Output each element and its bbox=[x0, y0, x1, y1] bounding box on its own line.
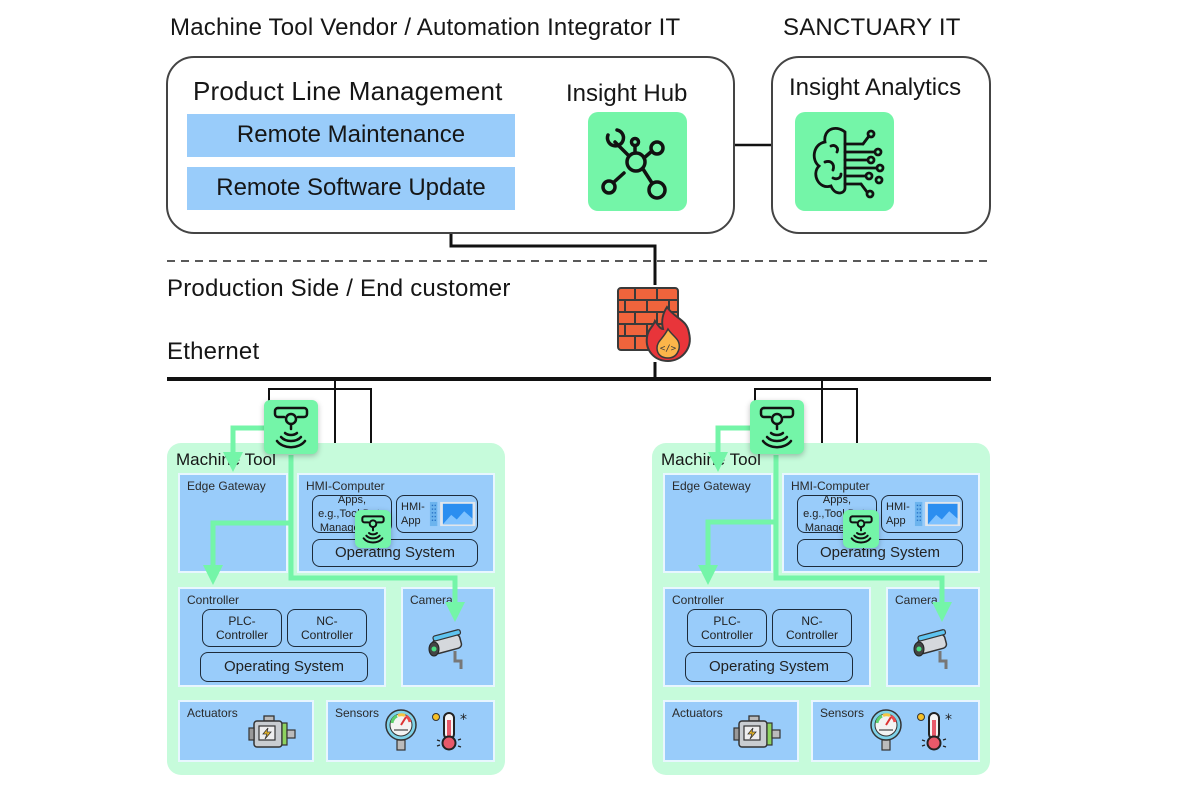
edge-gateway-label: Edge Gateway bbox=[672, 479, 751, 493]
sensors-panel[interactable]: Sensors * bbox=[326, 700, 495, 762]
thermometer-icon: * bbox=[432, 712, 467, 751]
sanctuary-it-frame: Insight Analytics bbox=[771, 56, 991, 234]
vendor-it-heading: Machine Tool Vendor / Automation Integra… bbox=[170, 14, 681, 41]
wireless-sensor-icon bbox=[273, 406, 309, 449]
machine-tool-2: Machine Tool Edge Gateway HMI-Computer A… bbox=[652, 443, 990, 775]
camera-panel[interactable]: Camera bbox=[886, 587, 980, 687]
thermometer-icon: * bbox=[917, 712, 952, 751]
actuators-panel[interactable]: Actuators bbox=[663, 700, 799, 762]
edge-gateway-label: Edge Gateway bbox=[187, 479, 266, 493]
controller-panel[interactable]: Controller PLC- Controller NC- Controlle… bbox=[663, 587, 871, 687]
hmi-computer-label: HMI-Computer bbox=[791, 479, 870, 493]
wireless-sensor-icon bbox=[759, 406, 795, 449]
machine-tool-title: Machine Tool bbox=[176, 450, 276, 469]
camera-icon bbox=[428, 629, 463, 669]
svg-text:*: * bbox=[460, 712, 467, 728]
hmi-sensor-node-2[interactable] bbox=[843, 510, 879, 548]
plm-title: Product Line Management bbox=[193, 76, 503, 106]
motor-icon bbox=[733, 715, 781, 748]
insight-hub-tile[interactable] bbox=[588, 112, 687, 211]
ethernet-label: Ethernet bbox=[167, 338, 260, 365]
hmi-computer-label: HMI-Computer bbox=[306, 479, 385, 493]
ai-brain-icon bbox=[812, 127, 885, 199]
camera-panel[interactable]: Camera bbox=[401, 587, 495, 687]
firewall-icon: </> bbox=[617, 287, 691, 363]
production-side-heading: Production Side / End customer bbox=[167, 275, 511, 302]
hmi-operating-system[interactable]: Operating System bbox=[312, 539, 478, 567]
controller-label: Controller bbox=[672, 593, 725, 607]
hmi-app-label: HMI- App bbox=[401, 501, 425, 527]
plc-controller-box[interactable]: PLC- Controller bbox=[687, 609, 767, 647]
nc-controller-box[interactable]: NC- Controller bbox=[772, 609, 852, 647]
hmi-operating-system[interactable]: Operating System bbox=[797, 539, 963, 567]
plc-controller-box[interactable]: PLC- Controller bbox=[202, 609, 282, 647]
edge-gateway-panel[interactable]: Edge Gateway bbox=[178, 473, 288, 573]
hmi-computer-panel[interactable]: HMI-Computer Apps, e.g.,Tool Data Manage… bbox=[782, 473, 980, 573]
hmi-computer-panel[interactable]: HMI-Computer Apps, e.g.,Tool Data Manage… bbox=[297, 473, 495, 573]
nc-controller-box[interactable]: NC- Controller bbox=[287, 609, 367, 647]
svg-text:*: * bbox=[945, 712, 952, 728]
controller-label: Controller bbox=[187, 593, 240, 607]
insight-analytics-tile[interactable] bbox=[795, 112, 894, 211]
service-remote-maintenance[interactable]: Remote Maintenance bbox=[187, 114, 515, 157]
hmi-app-box[interactable]: HMI- App bbox=[396, 495, 478, 533]
controller-operating-system[interactable]: Operating System bbox=[685, 652, 853, 682]
actuators-panel[interactable]: Actuators bbox=[178, 700, 314, 762]
actuators-label: Actuators bbox=[672, 706, 723, 720]
pressure-gauge-icon bbox=[870, 709, 902, 751]
camera-label: Camera bbox=[895, 593, 938, 607]
machine-tool-title: Machine Tool bbox=[661, 450, 761, 469]
wireless-sensor-icon bbox=[361, 515, 385, 544]
controller-panel[interactable]: Controller PLC- Controller NC- Controlle… bbox=[178, 587, 386, 687]
firewall[interactable]: </> bbox=[615, 285, 695, 363]
controller-operating-system[interactable]: Operating System bbox=[200, 652, 368, 682]
dashboard-icon bbox=[429, 501, 476, 527]
pressure-gauge-icon bbox=[385, 709, 417, 751]
edge-sensor-node-1[interactable] bbox=[264, 400, 318, 454]
service-remote-software-update[interactable]: Remote Software Update bbox=[187, 167, 515, 210]
hmi-app-label: HMI- App bbox=[886, 501, 910, 527]
insight-analytics-title: Insight Analytics bbox=[789, 74, 962, 101]
dashboard-icon bbox=[914, 501, 961, 527]
sensors-label: Sensors bbox=[335, 706, 380, 720]
insight-hub-title: Insight Hub bbox=[566, 80, 688, 107]
wireless-sensor-icon bbox=[849, 515, 873, 544]
machine-tool-1: Machine Tool Edge Gateway HMI-Computer A… bbox=[167, 443, 505, 775]
sensors-label: Sensors bbox=[820, 706, 865, 720]
hmi-sensor-node-1[interactable] bbox=[355, 510, 391, 548]
vendor-it-frame: Product Line Management Remote Maintenan… bbox=[166, 56, 735, 234]
hmi-app-box[interactable]: HMI- App bbox=[881, 495, 963, 533]
sanctuary-it-heading: SANCTUARY IT bbox=[783, 14, 961, 41]
network-hub-icon bbox=[601, 128, 667, 200]
edge-sensor-node-2[interactable] bbox=[750, 400, 804, 454]
actuators-label: Actuators bbox=[187, 706, 238, 720]
svg-text:</>: </> bbox=[660, 344, 677, 354]
camera-label: Camera bbox=[410, 593, 453, 607]
edge-gateway-panel[interactable]: Edge Gateway bbox=[663, 473, 773, 573]
sensors-panel[interactable]: Sensors * bbox=[811, 700, 980, 762]
camera-icon bbox=[913, 629, 948, 669]
motor-icon bbox=[248, 715, 296, 748]
